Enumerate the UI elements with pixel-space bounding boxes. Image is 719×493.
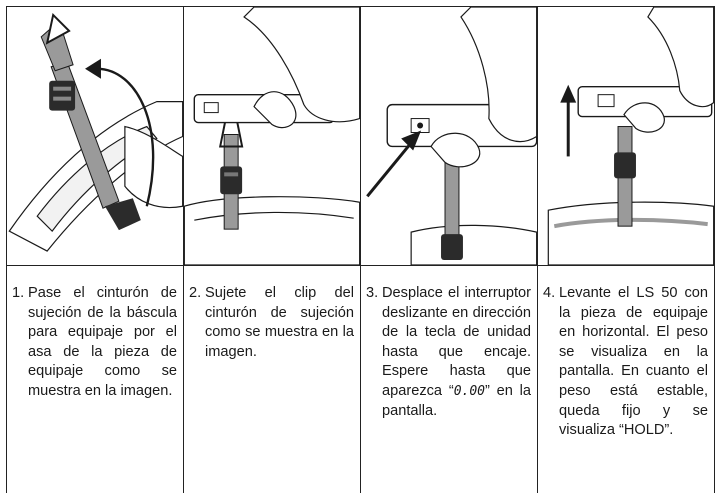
instruction-grid: 1. Pase el cinturón de sujeción de la bá…	[6, 6, 715, 493]
hook-loop	[218, 116, 244, 148]
figure-1	[7, 7, 184, 266]
figure-4-illustration	[547, 7, 714, 265]
up-arrow-head-icon	[560, 84, 577, 103]
figure-1-illustration	[8, 12, 183, 252]
step-4: 4. Levante el LS 50 con la pieza de equi…	[538, 266, 714, 441]
step-number: 2.	[189, 285, 202, 301]
step-1-cell: 1. Pase el cinturón de sujeción de la bá…	[7, 266, 184, 493]
suitcase	[410, 224, 537, 265]
figure-2-illustration	[184, 7, 360, 265]
figure-3-illustration	[366, 7, 537, 265]
clip	[104, 198, 141, 231]
figure-3	[361, 7, 538, 266]
step-text: Pase el cinturón de sujeción de la báscu…	[28, 285, 177, 399]
hand	[243, 7, 360, 129]
step-text: Sujete el clip del cinturón de sujeción …	[205, 285, 354, 360]
step-text: Levante el LS 50 con la pieza de equipaj…	[559, 285, 708, 439]
step-1: 1. Pase el cinturón de sujeción de la bá…	[7, 266, 183, 402]
clip	[220, 166, 243, 195]
hand	[430, 7, 537, 168]
step-number: 4.	[543, 285, 556, 301]
curved-arrow-head-icon	[85, 58, 101, 79]
step-4-cell: 4. Levante el LS 50 con la pieza de equi…	[538, 266, 715, 493]
step-3: 3. Desplace el interruptor deslizante en…	[361, 266, 537, 421]
step-2-cell: 2. Sujete el clip del cinturón de sujeci…	[184, 266, 361, 493]
suitcase	[184, 196, 360, 265]
figure-2	[184, 7, 361, 266]
step-text-before: Desplace el interruptor deslizante en di…	[382, 285, 531, 399]
display-value: 0.00	[453, 383, 485, 399]
step-3-cell: 3. Desplace el interruptor deslizante en…	[361, 266, 538, 493]
step-2: 2. Sujete el clip del cinturón de sujeci…	[184, 266, 360, 362]
clip	[614, 152, 636, 179]
clip	[441, 234, 463, 261]
buckle	[49, 80, 76, 111]
step-number: 3.	[366, 285, 379, 301]
step-text-after: ” en la pantalla.	[382, 382, 532, 419]
diagonal-arrow-icon	[366, 139, 415, 198]
step-number: 1.	[12, 285, 25, 301]
hand	[623, 7, 714, 133]
step-text: Desplace el interruptor deslizante en di…	[382, 284, 531, 421]
figure-4	[538, 7, 715, 266]
curved-arrow-icon	[96, 67, 155, 207]
diagonal-arrow-head-icon	[401, 130, 422, 151]
